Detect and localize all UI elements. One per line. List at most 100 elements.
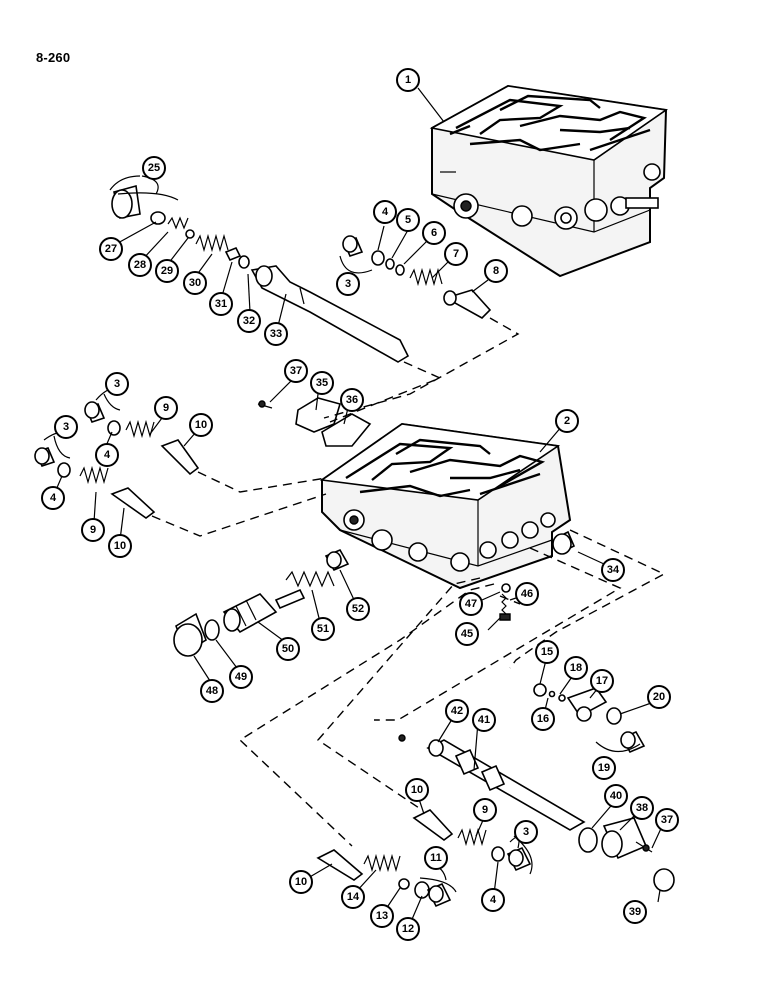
callout-label: 9: [90, 524, 96, 536]
callout-label: 49: [235, 671, 247, 683]
upper-valve-body: [429, 84, 669, 278]
callout-label: 10: [295, 876, 307, 888]
callout-42: 42: [445, 699, 469, 723]
callout-32: 32: [237, 309, 261, 333]
callout-label: 10: [114, 540, 126, 552]
callout-3: 3: [105, 372, 129, 396]
callout-3: 3: [336, 272, 360, 296]
callout-39: 39: [623, 900, 647, 924]
callout-label: 13: [376, 910, 388, 922]
callout-47: 47: [459, 592, 483, 616]
callout-label: 36: [346, 394, 358, 406]
callout-9: 9: [154, 396, 178, 420]
plug-spool-assembly: [173, 548, 350, 657]
callout-label: 32: [243, 315, 255, 327]
callout-51: 51: [311, 617, 335, 641]
callout-label: 31: [215, 298, 227, 310]
callout-label: 28: [134, 259, 146, 271]
callout-label: 3: [63, 421, 69, 433]
callout-4: 4: [373, 200, 397, 224]
valve-parts-right-middle: [533, 683, 646, 754]
callout-10: 10: [289, 870, 313, 894]
callout-1: 1: [396, 68, 420, 92]
callout-10: 10: [405, 778, 429, 802]
callout-28: 28: [128, 253, 152, 277]
callout-18: 18: [564, 656, 588, 680]
callout-label: 5: [405, 214, 411, 226]
callout-label: 4: [104, 449, 111, 461]
callout-label: 10: [411, 784, 423, 796]
callout-label: 2: [564, 415, 570, 427]
callout-label: 16: [537, 713, 549, 725]
callout-19: 19: [592, 756, 616, 780]
callout-13: 13: [370, 904, 394, 928]
callout-46: 46: [515, 582, 539, 606]
callout-10: 10: [108, 534, 132, 558]
shaft-assembly-upper: [111, 184, 410, 363]
callout-label: 42: [451, 705, 463, 717]
callout-29: 29: [155, 259, 179, 283]
callout-label: 27: [105, 243, 117, 255]
callout-label: 19: [598, 762, 610, 774]
assembly-paths: [151, 317, 666, 847]
callout-40: 40: [604, 784, 628, 808]
callout-label: 1: [405, 74, 411, 86]
callout-label: 7: [453, 248, 459, 260]
callout-33: 33: [264, 322, 288, 346]
callout-label: 18: [570, 662, 582, 674]
callout-label: 52: [352, 603, 364, 615]
callout-2: 2: [555, 409, 579, 433]
callout-label: 37: [290, 365, 302, 377]
callout-label: 50: [282, 643, 294, 655]
callout-49: 49: [229, 665, 253, 689]
callout-17: 17: [590, 669, 614, 693]
callout-4: 4: [95, 443, 119, 467]
valve-parts-lower: [316, 809, 532, 908]
callout-label: 17: [596, 675, 608, 687]
callout-11: 11: [424, 846, 448, 870]
callout-label: 9: [482, 804, 488, 816]
callout-30: 30: [183, 271, 207, 295]
callout-label: 9: [163, 402, 169, 414]
callout-label: 37: [661, 814, 673, 826]
callout-10: 10: [189, 413, 213, 437]
callout-label: 30: [189, 277, 201, 289]
callout-label: 4: [382, 206, 389, 218]
callout-14: 14: [341, 885, 365, 909]
callout-34: 34: [601, 558, 625, 582]
callout-20: 20: [647, 685, 671, 709]
callout-label: 51: [317, 623, 329, 635]
callout-label: 33: [270, 328, 282, 340]
callout-37: 37: [655, 808, 679, 832]
lower-valve-body: [319, 422, 572, 590]
callout-label: 6: [431, 227, 437, 239]
callout-16: 16: [531, 707, 555, 731]
callout-label: 4: [490, 894, 497, 906]
callout-label: 48: [206, 685, 218, 697]
callout-label: 11: [430, 852, 442, 864]
callout-label: 3: [114, 378, 120, 390]
callout-label: 34: [607, 564, 620, 576]
callout-label: 39: [629, 906, 641, 918]
callout-36: 36: [340, 388, 364, 412]
page-number: 8-260: [36, 50, 71, 65]
callout-3: 3: [514, 820, 538, 844]
callout-label: 46: [521, 588, 533, 600]
callout-label: 15: [541, 646, 553, 658]
callout-8: 8: [484, 259, 508, 283]
callout-25: 25: [142, 156, 166, 180]
callout-label: 20: [653, 691, 665, 703]
callout-4: 4: [41, 486, 65, 510]
callout-label: 29: [161, 265, 173, 277]
callout-label: 35: [316, 377, 328, 389]
callout-label: 47: [465, 598, 477, 610]
callout-12: 12: [396, 917, 420, 941]
callout-3: 3: [54, 415, 78, 439]
main-shaft-assembly: [398, 734, 675, 892]
callout-41: 41: [472, 708, 496, 732]
valve-parts-upper-right: [342, 235, 492, 319]
callout-label: 45: [461, 628, 473, 640]
callout-15: 15: [535, 640, 559, 664]
callout-52: 52: [346, 597, 370, 621]
